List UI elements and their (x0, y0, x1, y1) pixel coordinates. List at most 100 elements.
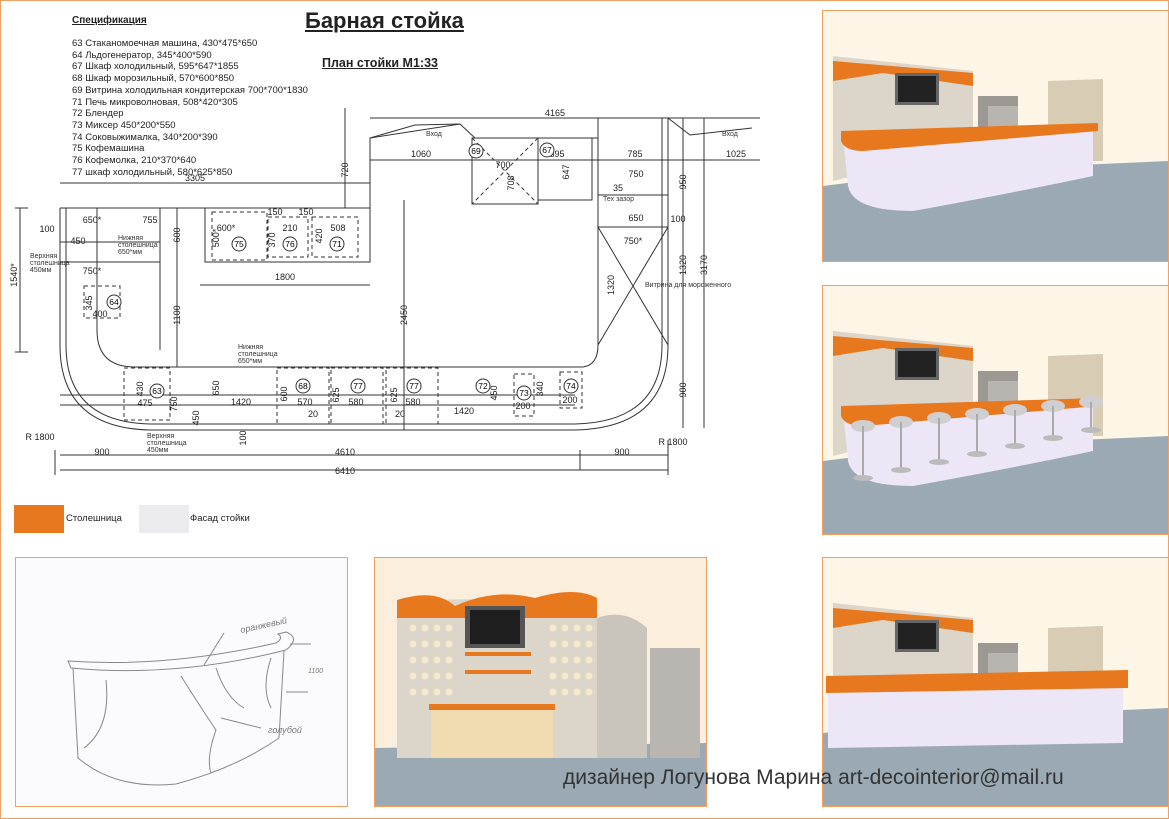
dimension-label: R 1800 (658, 437, 687, 447)
decor-dot (445, 640, 453, 648)
dimension-label: 450 (70, 236, 85, 246)
dimension-label: 150 (298, 207, 313, 217)
page-title: Барная стойка (305, 8, 464, 33)
specification-item: 67 Шкаф холодильный, 595*647*1855 (72, 61, 239, 73)
dimension-label: 1060 (411, 149, 431, 159)
decor-dot (585, 624, 593, 632)
equipment-tag-label: 73 (519, 388, 529, 398)
dimension-label: 210 (282, 223, 297, 233)
dimension-label: 595 (549, 149, 564, 159)
dimension-label: 500* (211, 228, 221, 247)
decor-dot (421, 640, 429, 648)
dimension-label: 150 (267, 207, 282, 217)
decor-dot (585, 688, 593, 696)
dimension-label: 450 (489, 385, 499, 400)
decor-dot (421, 656, 429, 664)
dimension-label: 4165 (545, 108, 565, 118)
dimension-label: 1320 (606, 275, 616, 295)
equipment-tag-label: 68 (298, 381, 308, 391)
dimension-label: 720 (340, 162, 350, 177)
equipment-tag-circle (329, 236, 345, 252)
dimension-label: 345 (84, 295, 94, 310)
dimension-label: 3170 (699, 255, 709, 275)
dimension-label: 508 (330, 223, 345, 233)
legend-label-countertop: Столешница (66, 513, 122, 524)
sketch-drawing: оранжевый 1100 голубой (67, 615, 323, 786)
plan-note: 650*мм (238, 358, 262, 365)
dimension-label: 1320 (678, 255, 688, 275)
equipment-tag-circle (539, 142, 555, 158)
equipment-tag-label: 72 (478, 381, 488, 391)
decor-dot (549, 640, 557, 648)
decor-dot (549, 688, 557, 696)
dimension-label: 370 (267, 232, 277, 247)
dimension-label: 450 (191, 410, 201, 425)
dimension-label: 647 (561, 164, 571, 179)
dimension-label: 1420 (454, 406, 474, 416)
dimension-label: 2450 (399, 305, 409, 325)
plan-note: столешница (147, 440, 187, 447)
sketch-note-blue: голубой (268, 725, 302, 735)
sketch-note-orange: оранжевый (239, 615, 288, 635)
plan-note: 450мм (147, 447, 168, 454)
dimension-label: 570 (297, 397, 312, 407)
decor-dot (549, 672, 557, 680)
dimension-label: 580 (348, 397, 363, 407)
sketch-note-height: 1100 (308, 668, 323, 675)
plan-note: Нижняя (238, 344, 263, 351)
dimension-label: 420 (314, 228, 324, 243)
equipment-tag-circle (231, 236, 247, 252)
decor-dot (445, 656, 453, 664)
designer-credit: дизайнер Логунова Марина art-decointerio… (563, 766, 1064, 789)
dimension-label: 650 (211, 380, 221, 395)
decor-dot (445, 624, 453, 632)
decor-dot (561, 688, 569, 696)
dimension-label: 750 (169, 396, 179, 411)
plan-title: План стойки М1:33 (322, 56, 438, 70)
dimension-label: 580 (405, 397, 420, 407)
dimension-label: 6410 (335, 466, 355, 476)
dimension-label: 900 (614, 447, 629, 457)
dimension-label: 1800 (275, 272, 295, 282)
equipment-tag-circle (468, 143, 484, 159)
plan-note: 450мм (30, 267, 51, 274)
decor-dot (409, 672, 417, 680)
dimension-label: 950 (678, 174, 688, 189)
decor-dot (433, 640, 441, 648)
decor-dot (585, 656, 593, 664)
equipment-tag-circle (563, 378, 579, 394)
dimension-label: 100 (39, 224, 54, 234)
plan-note: Нижняя (118, 235, 143, 242)
decor-dot (421, 672, 429, 680)
equipment-tag-circle (406, 378, 422, 394)
dimension-label: 750* (83, 266, 102, 276)
specification-item: 72 Блендер (72, 108, 124, 120)
plan-note: Витрина для мороженного (645, 282, 731, 289)
equipment-tag-label: 77 (409, 381, 419, 391)
plan-note: столешница (238, 351, 278, 358)
dimension-label: 200 (562, 395, 577, 405)
equipment-tag-circle (350, 378, 366, 394)
decor-dot (549, 656, 557, 664)
equipment-tag-label: 77 (353, 381, 363, 391)
plan-outline (15, 108, 760, 475)
specification-item: 64 Льдогенератор, 345*400*590 (72, 49, 212, 61)
plan-note: столешница (118, 242, 158, 249)
decor-dot (561, 672, 569, 680)
equipment-tag-label: 76 (285, 239, 295, 249)
decor-dot (421, 624, 429, 632)
decor-dot (573, 688, 581, 696)
decor-dot (433, 656, 441, 664)
specification-item: 75 Кофемашина (72, 143, 145, 155)
dimension-label: 708 (506, 175, 516, 190)
equipment-tag-label: 71 (332, 239, 342, 249)
dimension-label: 1025 (726, 149, 746, 159)
dimension-label: 755 (142, 215, 157, 225)
equipment-tag-circle (295, 378, 311, 394)
dimension-label: 100 (670, 214, 685, 224)
equipment-tag-circle (475, 378, 491, 394)
dimension-label: 650 (628, 213, 643, 223)
decor-dot (445, 688, 453, 696)
